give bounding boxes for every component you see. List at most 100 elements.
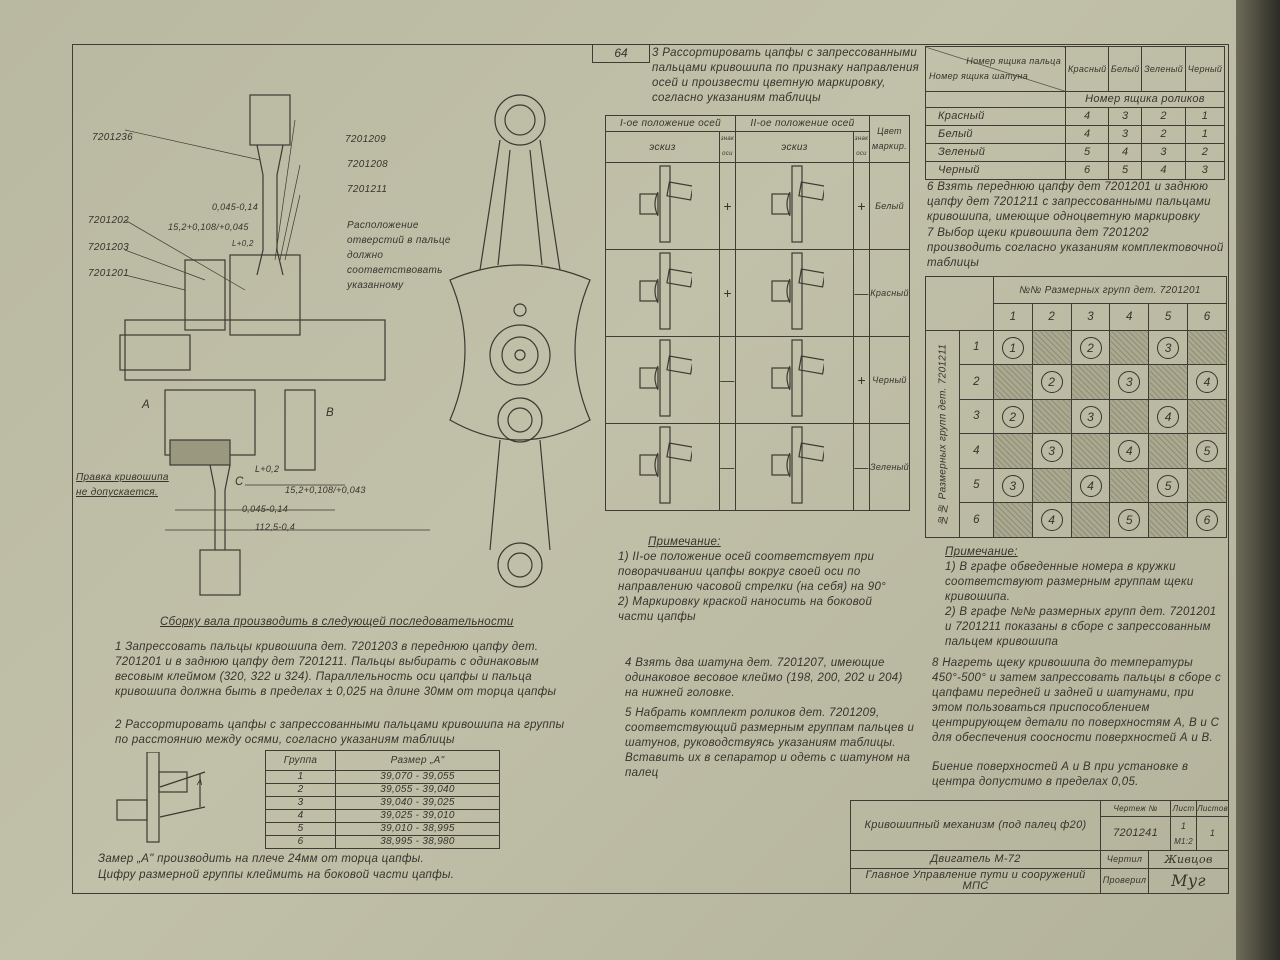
table-cell: 6	[1064, 161, 1110, 180]
circled-group-number: 4	[1118, 440, 1141, 463]
step-7-text: 7 Выбор щеки кривошипа дет 7201202 произ…	[927, 227, 1224, 269]
orientation-row: +—Красный	[605, 249, 910, 338]
hatched-cell	[1031, 329, 1072, 366]
matrix-col-header: 5	[1148, 303, 1189, 331]
table-cell: 2	[1185, 143, 1225, 162]
matrix-col-header: 2	[1031, 303, 1072, 331]
step-5-text: 5 Набрать комплект роликов дет. 7201209,…	[625, 707, 915, 779]
orientation-row: —+Черный	[605, 336, 910, 425]
table-cell: 4	[1064, 125, 1110, 144]
drawing-label: Чертеж №	[1099, 800, 1172, 817]
measurement-sketch	[116, 752, 206, 843]
table-cell: 3	[1108, 107, 1143, 126]
hatched-cell	[1031, 398, 1072, 435]
trunnion-sketch	[771, 425, 827, 504]
drew-signature: Живцов	[1148, 850, 1229, 869]
matrix-note: 1) В графе обведенные номера в кружки со…	[945, 561, 1194, 603]
circled-group-number: 6	[1196, 509, 1219, 532]
axis-sign: +	[853, 336, 870, 425]
hatched-cell	[1148, 364, 1189, 400]
sketch-a-label: А	[197, 778, 203, 787]
orient-note: 2) Маркировку краской наносить на боково…	[618, 596, 873, 623]
marking-color: Красный	[869, 249, 910, 338]
orientation-row: ——Зеленый	[605, 423, 910, 511]
matrix-cell: 3	[1070, 398, 1111, 435]
group-number: 1	[265, 770, 336, 784]
circled-group-number: 4	[1196, 371, 1219, 394]
group-number: 5	[265, 822, 336, 836]
dim-total: 112,5-0,4	[255, 522, 296, 532]
matrix-cell: 4	[1148, 398, 1189, 435]
hatched-cell	[1187, 398, 1227, 435]
trunnion-sketch	[771, 165, 827, 243]
dim-l-top: L+0,2	[232, 239, 254, 248]
part-label: 7201201	[88, 268, 130, 279]
axis-sign: —	[718, 423, 736, 511]
sign-header: знак оси	[853, 131, 870, 164]
step-3-text: 3 Рассортировать цапфы с запрессованными…	[652, 47, 920, 104]
part-label: 7201209	[345, 134, 387, 145]
matrix-cell: 3	[993, 467, 1033, 504]
table-cell: 2	[1141, 107, 1187, 126]
col-header: Зеленый	[1141, 46, 1187, 92]
matrix-row-label: 4	[959, 433, 994, 469]
step-8-text: 8 Нагреть щеку кривошипа до температуры …	[932, 657, 1222, 744]
orient-color-header: Цвет маркир.	[869, 114, 910, 164]
orientation-row: ++Белый	[605, 162, 910, 251]
matrix-row-label: 2	[959, 364, 994, 400]
matrix-col-header: 6	[1187, 303, 1227, 331]
matrix-col-header: 4	[1109, 303, 1150, 331]
checked-signature: Муг	[1148, 867, 1229, 895]
matrix-note: 2) В графе №№ размерных групп дет. 72012…	[945, 606, 1217, 648]
hatched-cell	[993, 433, 1033, 469]
table-cell: 1	[1185, 125, 1225, 144]
matrix-cell: 5	[1148, 467, 1189, 504]
part-label: 7201236	[92, 132, 134, 143]
circled-group-number: 3	[1079, 405, 1102, 428]
circled-group-number: 3	[1157, 336, 1180, 359]
orient-note: 1) II-ое положение осей соответствует пр…	[618, 551, 887, 593]
matrix-cell: 2	[1070, 329, 1111, 366]
drawing-number: 7201241	[1099, 815, 1172, 852]
col-header: Белый	[1108, 46, 1143, 92]
matrix-cell: 3	[1031, 433, 1072, 469]
table-cell: 3	[1141, 143, 1187, 162]
dim-l-bottom: L+0,2	[255, 464, 280, 474]
circled-group-number: 5	[1118, 509, 1141, 532]
sheet-label: Лист	[1170, 800, 1198, 817]
connecting-rod-drawing	[449, 94, 591, 588]
circled-group-number: 2	[1079, 336, 1102, 359]
table-cell: 4	[1064, 107, 1110, 126]
circled-group-number: 3	[1001, 474, 1024, 497]
matrix-row: 4 3 4 5	[926, 433, 1227, 469]
matrix-cell: 5	[1187, 433, 1227, 469]
part-label: 7201211	[347, 184, 388, 195]
trunnion-sketch	[639, 165, 695, 243]
size-header: Размер „А"	[335, 750, 500, 771]
matrix-cell: 1	[993, 329, 1033, 366]
marking-color: Белый	[869, 162, 910, 251]
color-table: Номер ящика пальца Номер ящика шатуна Кр…	[925, 46, 1225, 180]
trunnion-sketch	[771, 339, 827, 417]
trunnion-sketch	[771, 252, 827, 330]
axis-sign: —	[853, 249, 870, 338]
title-name: Кривошипный механизм (под палец ф20)	[850, 799, 1101, 852]
hatched-cell	[1109, 467, 1150, 504]
matrix-col-title: №№ Размерных групп дет. 7201201	[993, 276, 1227, 304]
dim-gap-top: 0,045-0,14	[212, 202, 259, 212]
dim-15-top: 15,2+0,108/+0,045	[168, 222, 249, 232]
runout-text: Биение поверхностей А и В при установке …	[932, 761, 1189, 788]
sheet-value: 1	[1180, 820, 1187, 831]
organization: Главное Управление пути и сооружений МПС	[850, 867, 1101, 895]
hatched-cell	[1187, 467, 1227, 504]
